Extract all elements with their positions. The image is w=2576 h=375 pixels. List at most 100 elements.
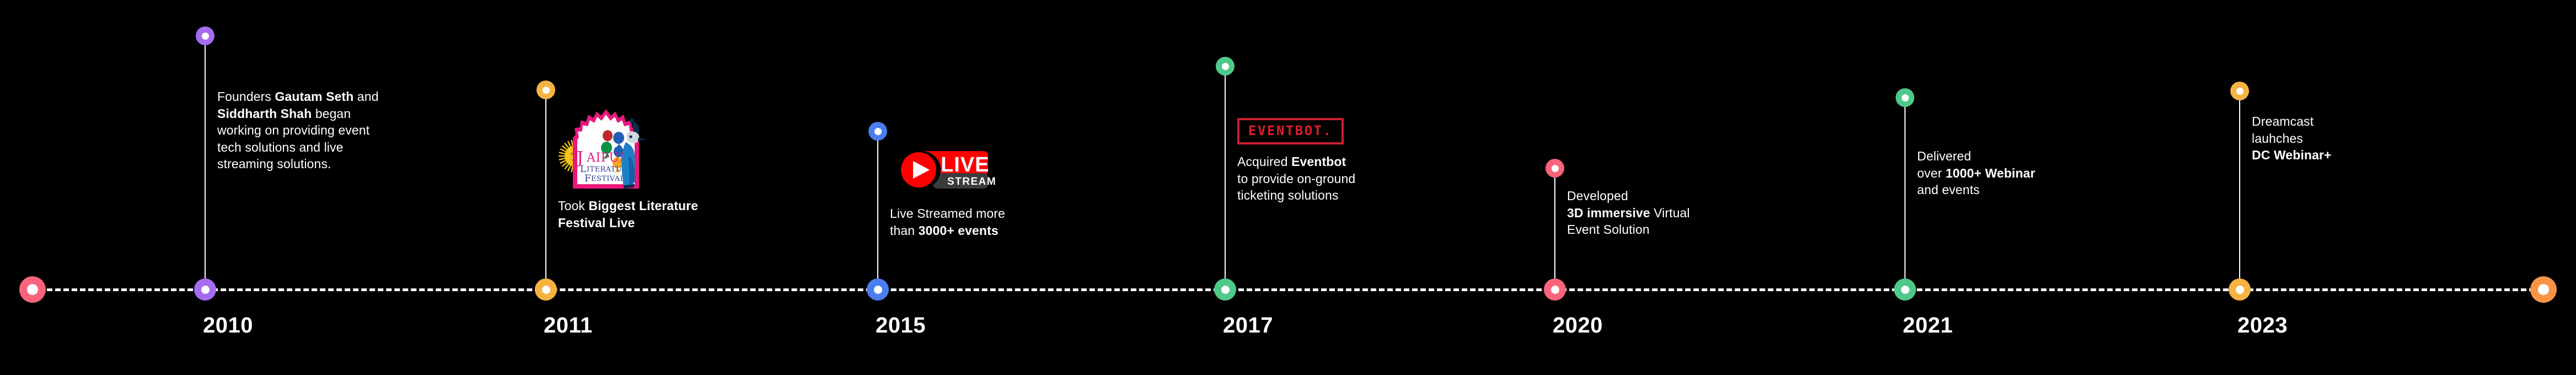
plain-text: Virtual (1650, 205, 1690, 220)
emphasis-text: DC Webinar+ (2252, 148, 2332, 163)
plain-text: to provide on-ground (1237, 171, 1356, 186)
milestone-year-label: 2021 (1903, 313, 1953, 338)
emphasis-text: 3D immersive (1567, 205, 1650, 220)
milestone-top-dot[interactable] (1216, 57, 1235, 76)
emphasis-text: Siddharth Shah (217, 106, 312, 121)
peacock-icon (621, 118, 647, 189)
description-line: streaming solutions. (217, 156, 379, 173)
play-triangle (913, 161, 930, 179)
milestone-stem (545, 90, 546, 290)
svg-text:J: J (575, 148, 583, 168)
description-line: Siddharth Shah began (217, 105, 379, 122)
description-line: and events (1917, 181, 2035, 199)
milestone-year-label: 2010 (203, 313, 253, 338)
dot-hole (1221, 62, 1229, 70)
plain-text: Acquired (1237, 154, 1292, 169)
plain-text: Live Streamed more (890, 206, 1005, 221)
eventbot-wordmark: EVENTBOT. (1248, 123, 1333, 138)
dot-hole (201, 32, 209, 40)
milestone-axis-dot[interactable] (1214, 278, 1236, 301)
milestone-stem (1554, 168, 1555, 290)
plain-text: Dreamcast (2252, 114, 2314, 128)
emphasis-text: Biggest Literature (588, 199, 699, 213)
milestone-year-label: 2023 (2237, 313, 2288, 338)
milestone-axis-dot[interactable] (1894, 278, 1916, 301)
milestone-stem (1225, 66, 1226, 290)
milestone-top-dot[interactable] (2230, 82, 2249, 100)
dot-hole (541, 285, 550, 294)
emphasis-text: Festival Live (558, 215, 635, 230)
milestone-stem (2239, 91, 2240, 290)
dot-hole (874, 127, 882, 135)
eventbot-logo: EVENTBOT. (1237, 118, 1344, 144)
emphasis-text: 1000+ Webinar (1945, 165, 2036, 180)
milestone-top-dot[interactable] (536, 81, 555, 99)
milestone-top-dot[interactable] (1545, 159, 1564, 178)
description-line: ticketing solutions (1237, 187, 1355, 204)
stream-banner (933, 173, 988, 189)
timeline-start-cap (19, 276, 46, 303)
plain-text: Delivered (1917, 149, 1972, 163)
plain-text: and (353, 89, 379, 104)
dot-hole (1550, 285, 1559, 294)
milestone-stem (877, 131, 878, 290)
plain-text: working on providing event (217, 123, 370, 138)
description-line: over 1000+ Webinar (1917, 165, 2035, 182)
svg-text:ITERATURE: ITERATURE (587, 165, 633, 174)
balloons-icon (601, 130, 624, 173)
description-line: tech solutions and live (217, 139, 379, 156)
svg-text:L: L (580, 164, 586, 175)
description-line: Event Solution (1567, 221, 1690, 238)
stream-label: STREAM (947, 176, 996, 188)
description-line: working on providing event (217, 122, 379, 139)
plain-text: Founders (217, 89, 275, 104)
timeline-axis (39, 288, 2543, 291)
description-line: lauhches (2252, 130, 2331, 147)
description-line: Acquired Eventbot (1237, 153, 1355, 170)
dot-hole (2235, 285, 2244, 294)
milestone-top-dot[interactable] (868, 122, 887, 141)
plain-text: tech solutions and live (217, 140, 344, 154)
description-line: Took Biggest Literature (558, 197, 698, 215)
dot-hole (542, 86, 550, 94)
dot-hole (201, 285, 210, 294)
emphasis-text: Eventbot (1291, 154, 1346, 169)
milestone-stem (1904, 98, 1906, 290)
milestone-top-dot[interactable] (1896, 88, 1914, 107)
description-line: than 3000+ events (890, 222, 1022, 239)
description-line: Delivered (1917, 148, 2035, 165)
milestone-axis-dot[interactable] (535, 278, 557, 301)
milestone-axis-dot[interactable] (1544, 278, 1566, 301)
milestone-axis-dot[interactable] (194, 278, 216, 301)
dot-hole (2236, 87, 2244, 95)
description-line: DC Webinar+ (2252, 147, 2331, 164)
plain-text: began (312, 106, 351, 121)
dot-hole (1901, 94, 1909, 101)
milestone-year-label: 2020 (1553, 313, 1603, 338)
plain-text: Developed (1567, 189, 1628, 203)
milestone-axis-dot[interactable] (867, 278, 889, 301)
description-line: 3D immersive Virtual (1567, 205, 1690, 222)
milestone-top-dot[interactable] (196, 26, 214, 45)
description-line: Dreamcast (2252, 113, 2331, 130)
dot-hole (1901, 285, 1909, 294)
milestone-axis-dot[interactable] (2229, 278, 2251, 301)
description-line: Festival Live (558, 215, 698, 232)
svg-text:F: F (584, 173, 591, 184)
milestone-logo: EVENTBOT. (1237, 118, 1355, 153)
plain-text: ticketing solutions (1237, 188, 1339, 203)
